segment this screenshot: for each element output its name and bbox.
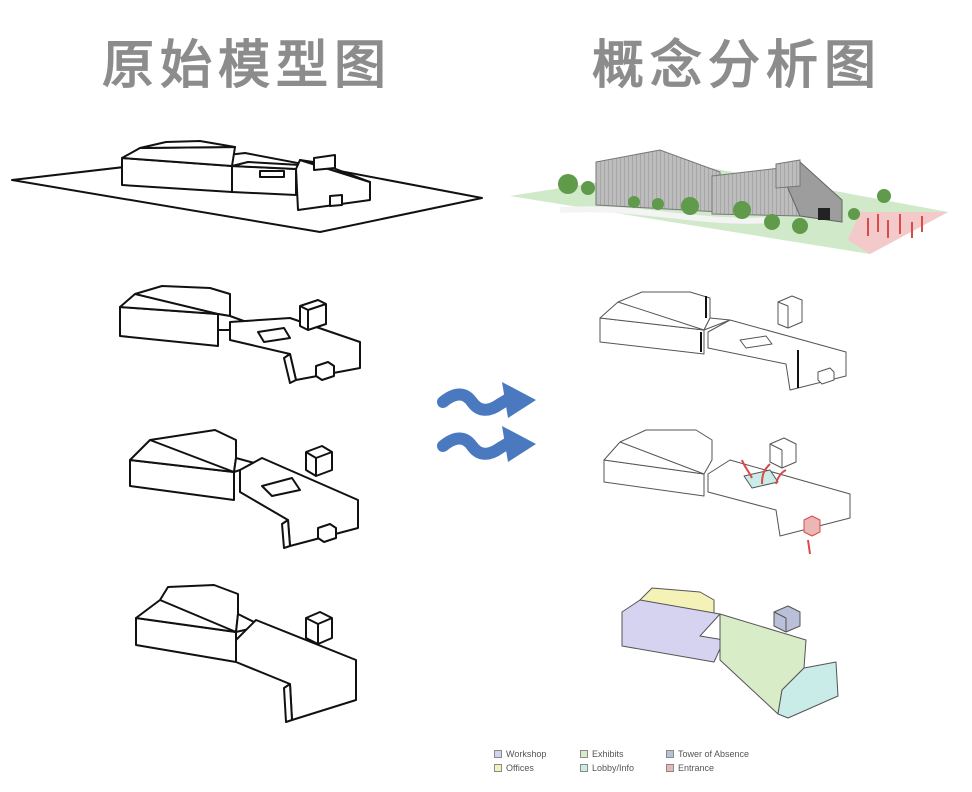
legend-item-offices: Offices bbox=[494, 762, 580, 774]
entrance-markers bbox=[867, 214, 923, 238]
concept-heights-diagram bbox=[599, 291, 847, 391]
legend-swatch bbox=[580, 764, 588, 772]
legend-label: Offices bbox=[506, 763, 534, 773]
original-model-4 bbox=[135, 584, 357, 723]
original-model-site bbox=[11, 140, 483, 233]
legend-item-lobby: Lobby/Info bbox=[580, 762, 666, 774]
legend-item-tower: Tower of Absence bbox=[666, 748, 776, 760]
height-arrows bbox=[700, 296, 799, 388]
void-arrows bbox=[741, 459, 811, 555]
legend-item-exhibits: Exhibits bbox=[580, 748, 666, 760]
concept-analysis-title: 概念分析图 bbox=[592, 36, 883, 96]
transform-arrows-icon bbox=[437, 388, 516, 460]
legend-item-workshop: Workshop bbox=[494, 748, 580, 760]
legend-swatch bbox=[666, 764, 674, 772]
block-right bbox=[295, 159, 371, 211]
legend-swatch bbox=[494, 750, 502, 758]
tower bbox=[313, 154, 336, 171]
legend-label: Tower of Absence bbox=[678, 749, 750, 759]
legend-swatch bbox=[494, 764, 502, 772]
original-model-title: 原始模型图 bbox=[102, 36, 393, 96]
legend-label: Exhibits bbox=[592, 749, 624, 759]
legend-item-entrance: Entrance bbox=[666, 762, 776, 774]
legend-swatch bbox=[580, 750, 588, 758]
legend-label: Entrance bbox=[678, 763, 715, 773]
original-model-3 bbox=[129, 429, 359, 549]
concept-site-render bbox=[510, 149, 948, 254]
arrow-heads bbox=[502, 382, 536, 462]
legend-label: Workshop bbox=[506, 749, 547, 759]
tower-volume bbox=[773, 605, 801, 633]
lobby-volume bbox=[777, 661, 839, 719]
concept-program-diagram bbox=[621, 587, 839, 719]
legend-swatch bbox=[666, 750, 674, 758]
workshop-volume bbox=[621, 599, 725, 663]
trees bbox=[558, 174, 891, 234]
concept-entrance-diagram bbox=[603, 429, 851, 555]
legend-label: Lobby/Info bbox=[592, 763, 635, 773]
original-model-2 bbox=[119, 285, 361, 384]
legend: Workshop Exhibits Tower of Absence Offic… bbox=[494, 748, 776, 774]
